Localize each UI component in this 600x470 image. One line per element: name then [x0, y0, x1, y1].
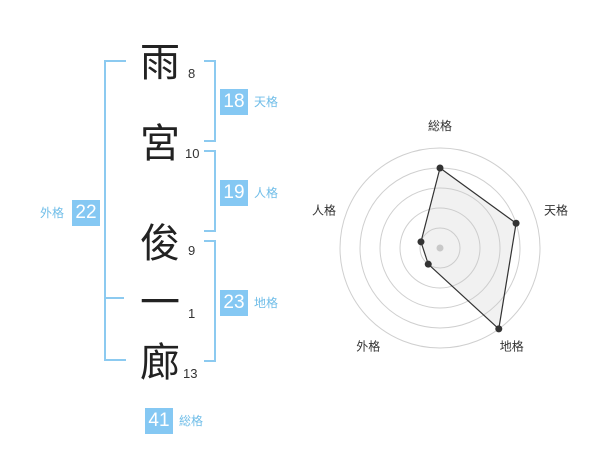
radar-point-1 — [436, 164, 444, 172]
soukaku-label: 総格 — [179, 414, 204, 428]
radar-point-3 — [495, 325, 503, 333]
radar-point-5 — [417, 238, 425, 246]
tenkaku-label: 天格 — [254, 95, 279, 109]
stroke-count-5: 13 — [183, 366, 198, 381]
radar-grid-ring — [339, 147, 541, 349]
stroke-count-1: 8 — [188, 66, 196, 81]
radar-grid-ring — [399, 207, 481, 289]
stroke-count-2: 10 — [185, 146, 200, 161]
name-char-1: 雨 — [140, 40, 180, 86]
gaikaku-bracket-tick — [104, 297, 124, 299]
name-char-4: 一 — [140, 280, 180, 326]
chikaku-label: 地格 — [254, 296, 279, 310]
tenkaku-value: 18 — [220, 89, 248, 115]
stroke-count-3: 9 — [188, 243, 196, 258]
radar-axis-label-5: 人格 — [312, 202, 336, 217]
gaikaku-label: 外格 — [40, 206, 65, 220]
gaikaku-bracket — [104, 60, 126, 361]
name-char-3: 俊 — [140, 221, 180, 267]
chikaku-bracket — [204, 240, 216, 362]
radar-axis-label-2: 天格 — [544, 202, 568, 217]
radar-axis-label-4: 外格 — [356, 339, 380, 354]
radar-axis-label-1: 総格 — [428, 118, 452, 133]
radar-point-2 — [512, 219, 520, 227]
jinkaku-bracket — [204, 150, 216, 232]
tenkaku-bracket — [204, 60, 216, 142]
chikaku-value: 23 — [220, 290, 248, 316]
jinkaku-label: 人格 — [254, 186, 279, 200]
radar-series-polygon — [420, 166, 517, 331]
radar-center-dot — [436, 244, 444, 252]
name-char-2: 宮 — [140, 121, 180, 167]
radar-point-4 — [424, 260, 432, 268]
stroke-count-4: 1 — [188, 306, 196, 321]
name-char-5: 廊 — [140, 340, 180, 386]
jinkaku-value: 19 — [220, 180, 248, 206]
radar-grid-ring — [379, 187, 501, 309]
radar-grid-ring — [419, 227, 461, 269]
soukaku-value: 41 — [145, 408, 173, 434]
radar-axis-label-3: 地格 — [500, 339, 524, 354]
gaikaku-value: 22 — [72, 200, 100, 226]
